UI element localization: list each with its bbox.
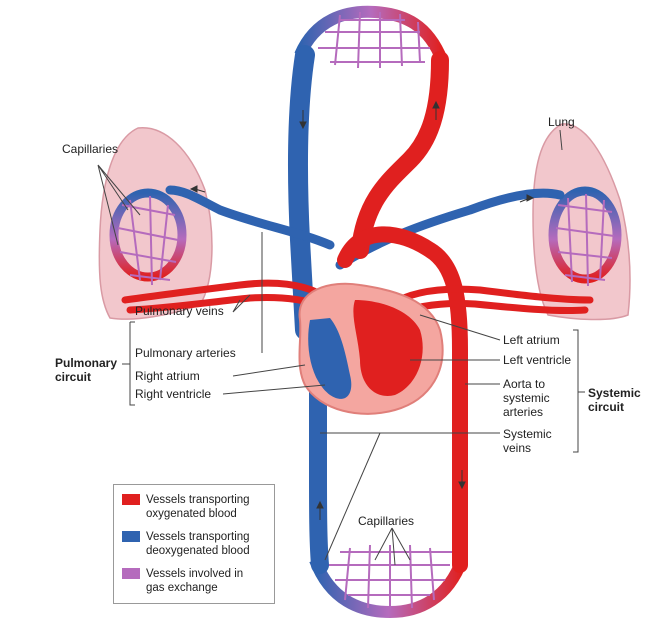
- top-capillaries: [294, 5, 448, 69]
- legend-text: oxygenated blood: [146, 508, 237, 520]
- flow-arrows: [189, 100, 535, 520]
- left-atrium-label: Left atrium: [503, 333, 560, 347]
- legend-swatch-exchange: [122, 568, 140, 579]
- leader-lines: [97, 129, 585, 566]
- aorta-label-2: systemic: [503, 391, 550, 405]
- legend-swatch-oxygenated: [122, 494, 140, 505]
- legend-text: Vessels transporting: [146, 494, 250, 506]
- lung-label: Lung: [548, 115, 575, 129]
- right-ventricle-label: Right ventricle: [135, 387, 212, 401]
- aorta-label-1: Aorta to: [503, 377, 546, 391]
- pulmonary-arteries-label: Pulmonary arteries: [135, 346, 236, 360]
- legend-swatch-deoxygenated: [122, 531, 140, 542]
- aorta-label-3: arteries: [503, 405, 544, 419]
- legend-text: Vessels involved in: [146, 568, 244, 580]
- capillaries-left-label: Capillaries: [62, 142, 119, 156]
- pulmonary-veins-label: Pulmonary veins: [135, 304, 224, 318]
- right-lung-capillaries: [548, 186, 622, 287]
- systemic-circuit-label-1: Systemic: [588, 386, 641, 400]
- bottom-capillaries: [309, 544, 468, 619]
- systemic-veins-label-1: Systemic: [503, 427, 552, 441]
- pulmonary-circuit-label-2: circuit: [55, 370, 92, 384]
- pulmonary-circuit-label-1: Pulmonary: [55, 356, 118, 370]
- blue-vessels: [165, 45, 565, 574]
- capillaries-bottom-label: Capillaries: [358, 514, 415, 528]
- legend-text: Vessels transporting: [146, 531, 250, 543]
- legend-text: deoxygenated blood: [146, 545, 250, 557]
- right-atrium-label: Right atrium: [135, 369, 200, 383]
- legend: Vessels transporting oxygenated blood Ve…: [113, 484, 275, 604]
- systemic-veins-label-2: veins: [503, 441, 532, 455]
- left-lung-capillaries: [109, 188, 187, 286]
- heart: [298, 282, 444, 415]
- legend-text: gas exchange: [146, 582, 218, 594]
- left-ventricle-label: Left ventricle: [503, 353, 572, 367]
- systemic-circuit-label-2: circuit: [588, 400, 625, 414]
